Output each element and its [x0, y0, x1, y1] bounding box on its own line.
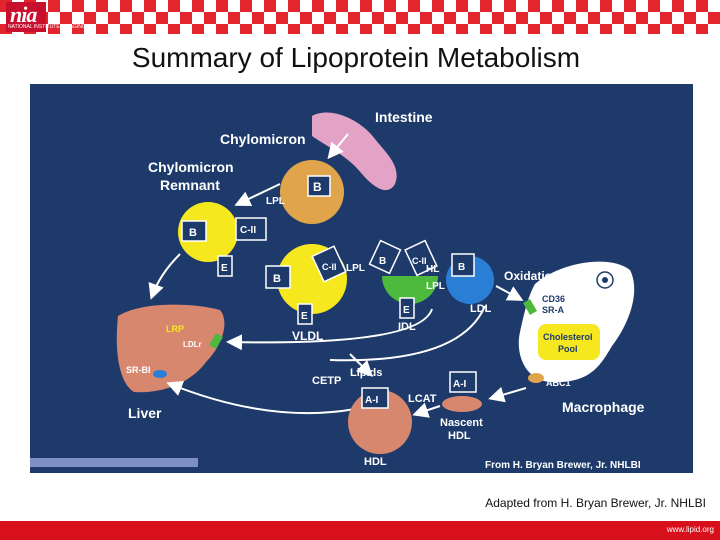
nascent-apo-ai [449, 371, 477, 393]
vldl-label: VLDL [292, 329, 323, 343]
blue-bar [30, 458, 198, 467]
chylomicron-label: Chylomicron [220, 131, 306, 147]
chylomicron-remnant-label-2: Remnant [160, 177, 220, 193]
footer-bar [0, 521, 720, 540]
sra-label: SR-A [542, 305, 564, 315]
macrophage-nucleolus [602, 277, 608, 283]
abc1-label: ABC1 [546, 378, 571, 388]
cd36-receptor [523, 298, 537, 316]
chylomicron-apo-b [307, 175, 331, 197]
remnant-apo-cii [235, 217, 267, 241]
vldl-lpl-label: LPL [346, 263, 365, 274]
vldl-apo-cii [311, 245, 347, 283]
remnant-apo-e [217, 255, 233, 277]
ldlr-label: LDLr [183, 340, 202, 349]
oxidation-label: Oxidation [504, 269, 559, 283]
remnant-apo-cii-label: C-II [240, 225, 256, 236]
nia-logo-text: nia [10, 2, 37, 27]
intestine-label: Intestine [375, 109, 433, 125]
ldl-apo-b [451, 253, 475, 277]
slide-title: Summary of Lipoprotein Metabolism [131, 42, 581, 73]
arrow-intestine-to-chylomicron [327, 133, 349, 160]
header-band: nia NATIONAL INSTITUTE ON AGING [0, 0, 720, 34]
arrow-chylo-to-remnant [234, 183, 281, 207]
ldl-label: LDL [470, 303, 492, 315]
remnant-apo-b-label: B [189, 227, 197, 239]
arrow-remnant-to-liver [148, 253, 181, 300]
idl-apo-cii-label: C-II [412, 256, 427, 266]
vldl-apo-b-label: B [273, 273, 281, 285]
ldlr-receptor [209, 332, 223, 350]
vldl-apo-b [265, 265, 291, 289]
hdl-label: HDL [364, 456, 387, 468]
liver-label: Liver [128, 405, 162, 421]
hdl-apo-ai [361, 387, 389, 409]
macrophage-label: Macrophage [562, 399, 645, 415]
macrophage-nucleus [596, 271, 614, 289]
vldl-apo-e-label: E [301, 311, 308, 322]
nia-logo-subtext: NATIONAL INSTITUTE ON AGING [8, 24, 86, 30]
chylomicron-remnant-label-1: Chylomicron [148, 159, 234, 175]
intestine-shape [312, 112, 397, 191]
cd36-label: CD36 [542, 294, 565, 304]
srbi-label: SR-BI [126, 365, 151, 375]
arrow-vldl-to-hdl [349, 353, 373, 377]
idl-apo-e-label: E [403, 305, 410, 316]
adaptation-caption: Adapted from H. Bryan Brewer, Jr. NHLBI [485, 496, 706, 510]
abc1-transporter [528, 373, 544, 383]
footer-url[interactable]: www.lipid.org [666, 525, 714, 534]
chylomicron-apo-b-label: B [313, 180, 322, 194]
remnant-particle [178, 202, 238, 262]
arrow-ldl-to-oxidation [495, 285, 524, 301]
nia-logo [6, 2, 46, 32]
cetp-label: CETP [312, 375, 341, 387]
idl-apo-cii [404, 239, 438, 277]
arrow-idl-to-liver [226, 308, 433, 351]
chylomicron-lpl-label: LPL [266, 196, 285, 207]
nascent-hdl-label-1: Nascent [440, 417, 483, 429]
arrow-hdl-to-liver [166, 381, 356, 415]
remnant-apo-e-label: E [221, 263, 228, 274]
hdl-apo-ai-label: A-I [365, 395, 379, 406]
vldl-apo-cii-label: C-II [322, 262, 337, 272]
arrow-nascent-to-hdl [412, 402, 441, 418]
cholesterol-pool-label-2: Pool [558, 344, 578, 354]
ldl-apo-b-label: B [458, 262, 465, 273]
idl-hl-label: HL [426, 264, 439, 275]
cholesterol-pool-label-1: Cholesterol [543, 332, 593, 342]
lcat-label: LCAT [408, 393, 437, 405]
lrp-label: LRP [166, 324, 184, 334]
nascent-apo-ai-label: A-I [453, 379, 467, 390]
idl-apo-b [368, 239, 402, 275]
idl-particle [382, 276, 438, 304]
cholesterol-pool [538, 324, 600, 360]
nascent-hdl-disc [442, 396, 482, 412]
vldl-apo-e [297, 303, 313, 325]
idl-lpl-label: LPL [426, 281, 445, 292]
nascent-hdl-label-2: HDL [448, 430, 471, 442]
liver-shape [116, 304, 225, 393]
idl-apo-e [399, 297, 415, 319]
lipoprotein-diagram: Intestine B Chylomicron LPL Chylomicron … [30, 84, 693, 473]
arrow-macrophage-to-nascent [488, 386, 527, 403]
diagram-credit: From H. Bryan Brewer, Jr. NHLBI [485, 460, 641, 471]
srbi-receptor [153, 370, 167, 378]
remnant-apo-b [181, 220, 207, 242]
idl-apo-b-label: B [379, 256, 386, 267]
header-checker-pattern [0, 0, 720, 34]
idl-label: IDL [398, 321, 416, 333]
